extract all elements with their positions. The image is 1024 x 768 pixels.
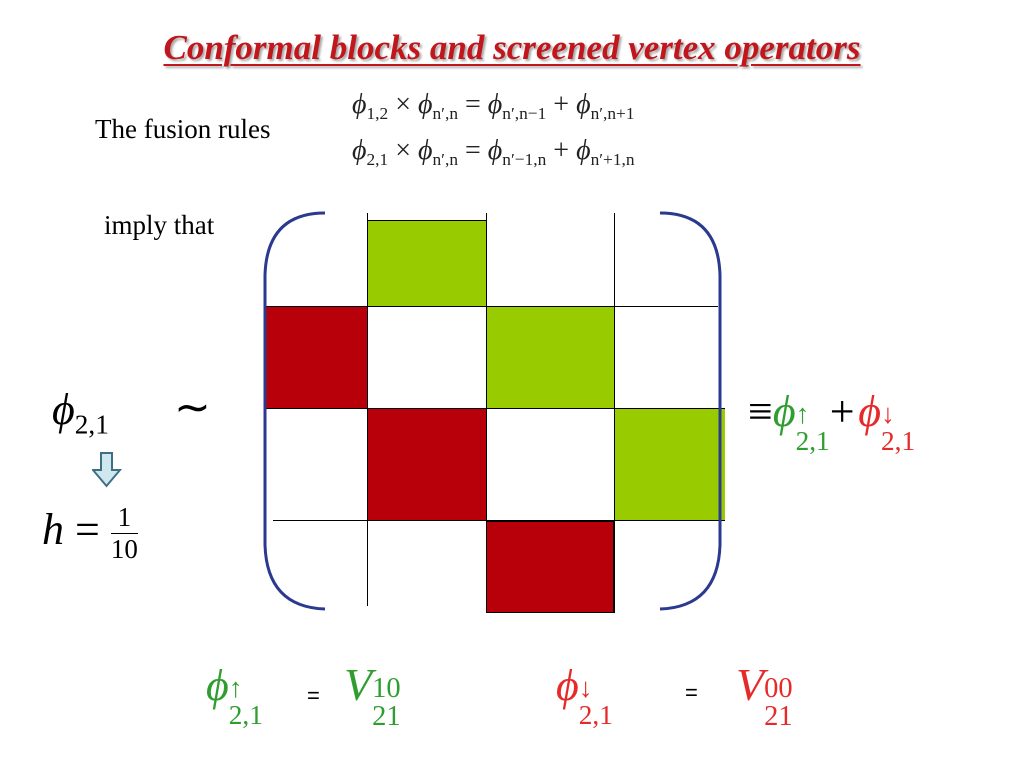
phi-symbol: ϕ xyxy=(352,89,367,120)
phi-symbol: ϕ xyxy=(418,89,433,120)
sub: n′+1,n xyxy=(590,150,635,170)
v-sup: 10 xyxy=(372,672,401,704)
grid-line xyxy=(273,520,725,521)
phi-symbol: ϕ xyxy=(556,661,579,710)
sub: n′,n+1 xyxy=(590,104,635,124)
phi-symbol: ϕ xyxy=(352,135,367,166)
fraction-numerator: 1 xyxy=(110,504,138,535)
h-equation: h = 1 10 xyxy=(42,504,138,563)
phi-symbol: ϕ xyxy=(206,661,229,710)
sub: n′−1,n xyxy=(502,150,547,170)
equals-symbol: = xyxy=(75,505,100,554)
sub: 2,1 xyxy=(578,700,613,731)
v-sup: 00 xyxy=(764,672,793,704)
sub: 2,1 xyxy=(228,700,263,731)
equals-symbol: = xyxy=(685,680,698,705)
down-arrow-icon xyxy=(92,452,122,488)
red-cell xyxy=(265,307,367,408)
red-cell xyxy=(486,521,614,613)
sub: 1,2 xyxy=(366,104,389,124)
green-cell xyxy=(614,409,725,520)
phi-symbol: ϕ xyxy=(576,89,591,120)
v-symbol: V xyxy=(736,659,765,710)
equals-symbol: = xyxy=(465,135,481,166)
fusion-rule-2: ϕ2,1 × ϕn′,n = ϕn′−1,n + ϕn′+1,n xyxy=(352,135,635,170)
phi-symbol: ϕ xyxy=(418,135,433,166)
grid-line xyxy=(486,213,487,613)
up-subsup: ↑2,1 xyxy=(795,398,830,457)
phi-symbol: ϕ xyxy=(772,387,796,436)
arrow-down-sup: ↓ xyxy=(578,672,593,703)
plus-symbol: + xyxy=(553,89,570,120)
left-bracket xyxy=(263,211,326,611)
fraction-denominator: 10 xyxy=(110,534,138,565)
arrow-down-sup: ↓ xyxy=(881,398,895,429)
arrow-up-sup: ↑ xyxy=(795,398,810,429)
v-sub: 21 xyxy=(372,701,401,733)
h-symbol: h xyxy=(42,505,64,554)
phi-symbol: ϕ xyxy=(487,89,503,120)
green-cell xyxy=(367,220,486,306)
sub: 2,1 xyxy=(881,426,916,457)
imply-that-label: imply that xyxy=(104,210,215,240)
times-symbol: × xyxy=(395,135,411,166)
sub: n′,n xyxy=(432,104,459,124)
h-fraction: 1 10 xyxy=(110,504,138,565)
phi-up-equation: ϕ↑2,1 xyxy=(206,660,263,729)
times-symbol: × xyxy=(395,89,411,120)
v-sub: 21 xyxy=(764,701,793,733)
phi-symbol: ϕ xyxy=(576,135,591,166)
arrow-up-sup: ↑ xyxy=(228,672,243,703)
grid-line xyxy=(265,306,718,307)
phi-symbol: ϕ xyxy=(487,135,503,166)
plus-symbol: + xyxy=(553,135,570,166)
phi-21-label: ϕ2,1 xyxy=(52,384,109,441)
sub: 2,1 xyxy=(366,150,389,170)
grid-line xyxy=(367,213,368,606)
plus-symbol: + xyxy=(829,387,855,436)
red-cell xyxy=(367,409,486,520)
fusion-rule-1: ϕ1,2 × ϕn′,n = ϕn′,n−1 + ϕn′,n+1 xyxy=(352,89,635,124)
equiv-symbol: ≡ xyxy=(748,387,773,436)
slide-title: Conformal blocks and screened vertex ope… xyxy=(163,28,861,67)
phi-down-equation: ϕ↓2,1 xyxy=(556,660,613,729)
decomposition: ≡ϕ↑2,1+ ϕ↓2,1 xyxy=(748,386,915,455)
green-cell xyxy=(486,307,614,408)
grid-line xyxy=(614,213,615,613)
tilde-symbol: ∼ xyxy=(174,382,211,433)
v-symbol: V xyxy=(344,659,373,710)
sub: 2,1 xyxy=(74,409,109,440)
equals-symbol: = xyxy=(307,683,320,708)
phi-symbol: ϕ xyxy=(858,387,881,436)
up-subsup: ↑2,1 xyxy=(228,672,263,731)
grid-line xyxy=(367,220,486,221)
right-bracket xyxy=(659,211,722,611)
equals-symbol: = xyxy=(465,89,481,120)
sub: n′,n xyxy=(432,150,459,170)
sub: 2,1 xyxy=(795,426,830,457)
down-subsup: ↓2,1 xyxy=(881,398,916,457)
fusion-rules-label: The fusion rules xyxy=(95,114,271,144)
sub: n′,n−1 xyxy=(502,104,547,124)
down-subsup: ↓2,1 xyxy=(578,672,613,731)
phi-symbol: ϕ xyxy=(52,385,75,434)
grid-line xyxy=(265,408,725,409)
